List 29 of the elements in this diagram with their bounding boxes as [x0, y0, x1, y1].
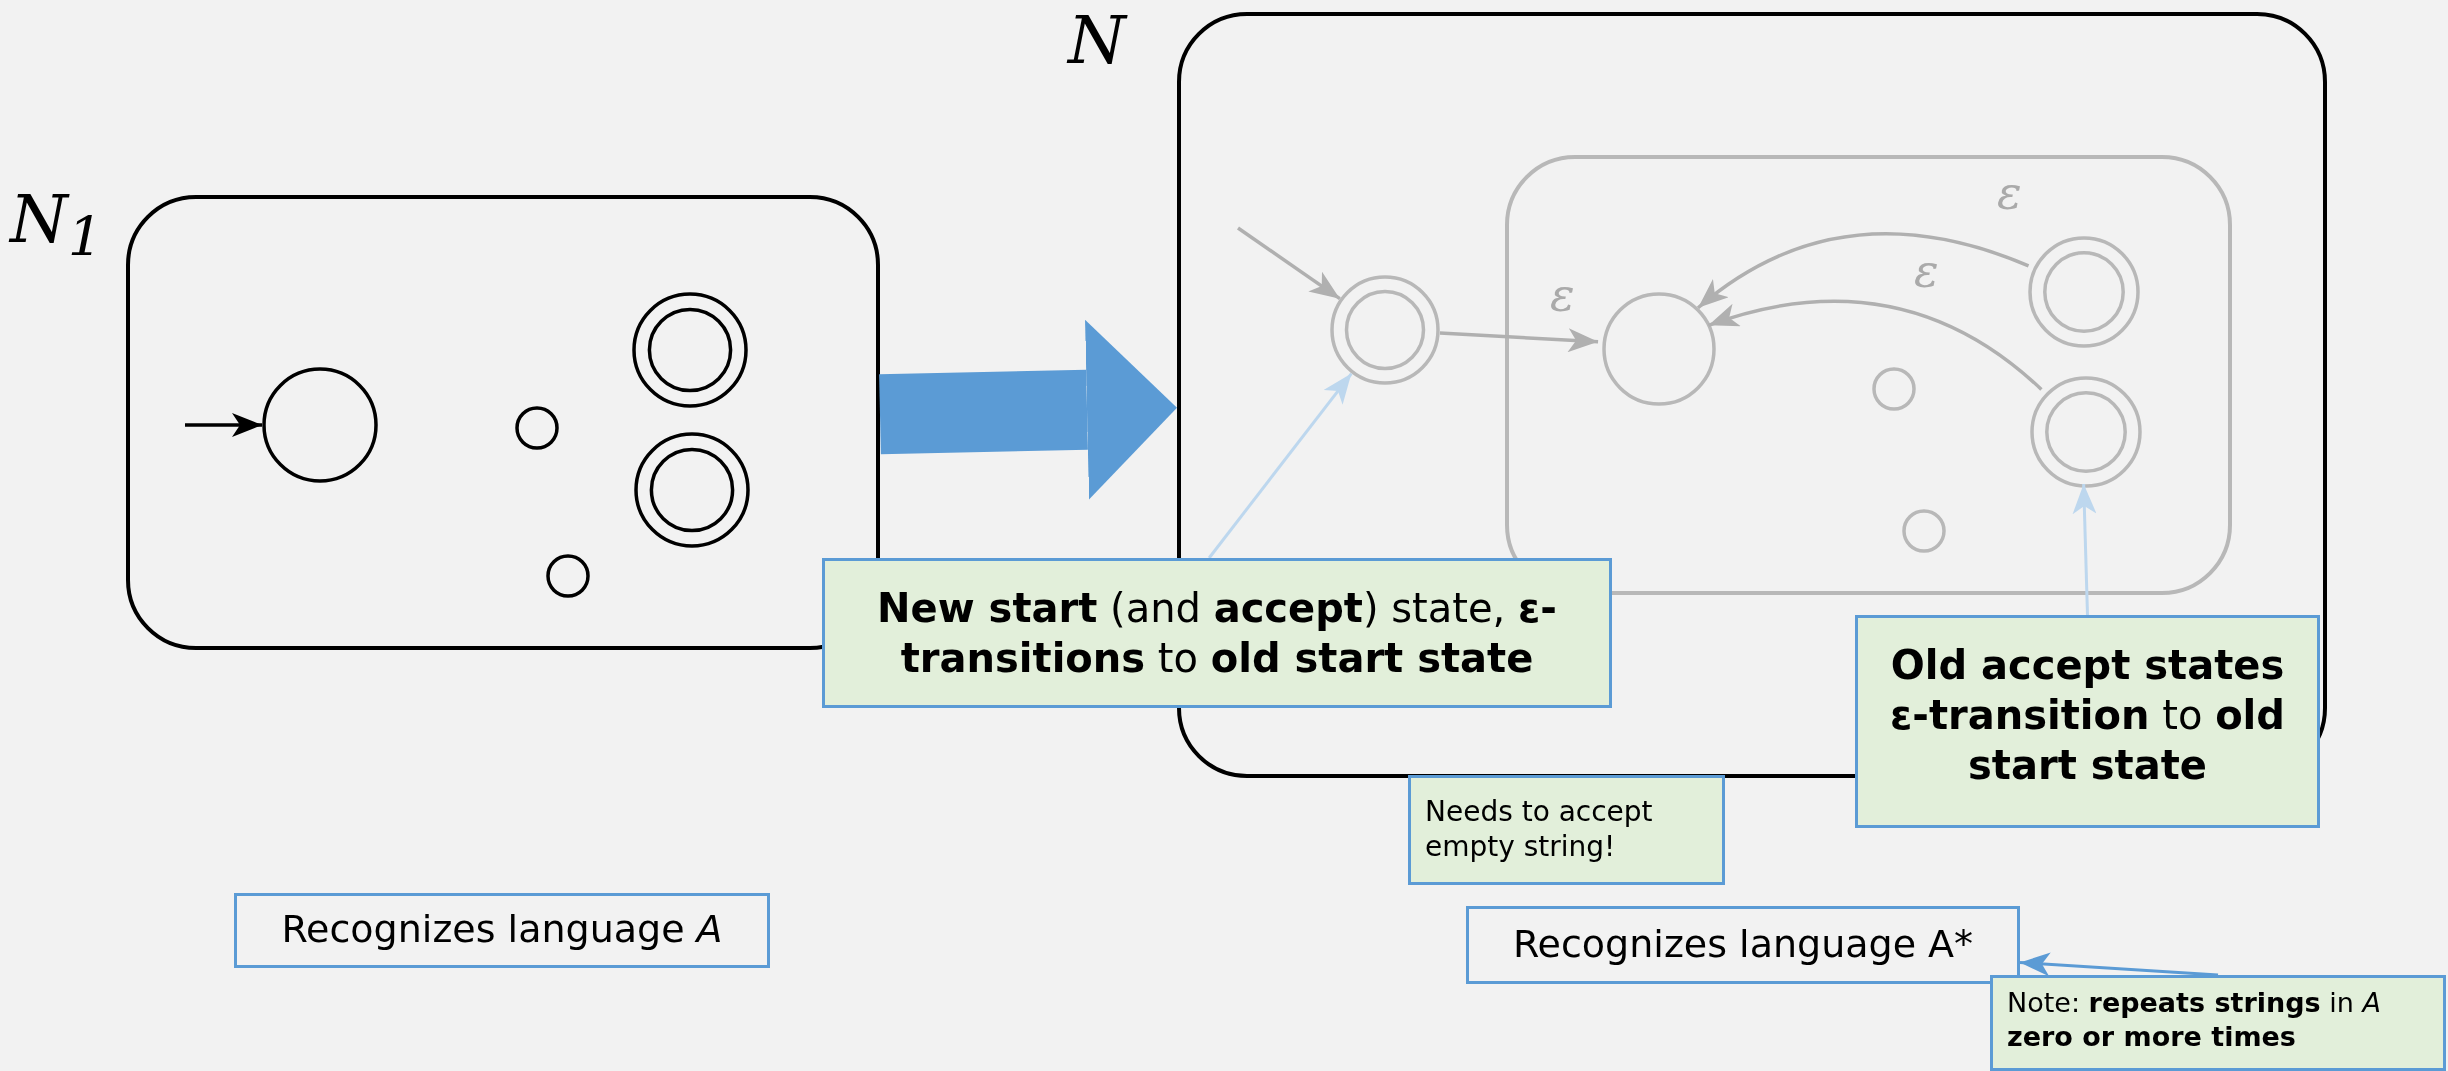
start-arrow: [1237, 226, 1341, 301]
callout: New start (and accept) state, ε-transitions to old start state: [822, 558, 1612, 708]
automaton-name: N: [1068, 8, 1126, 74]
leader-line: [2019, 952, 2219, 977]
callout: Old accept states ε-transition to old start state: [1855, 615, 2320, 828]
state-circle: [1602, 292, 1716, 406]
automaton-name: N$_{1}$: [10, 187, 103, 266]
state-circle: [1872, 367, 1916, 411]
accept-state-circle: [634, 432, 750, 548]
start-arrow: [185, 413, 262, 437]
state-circle: [262, 367, 378, 483]
accept-state-circle: [2028, 236, 2140, 348]
block-arrow: [879, 319, 1177, 500]
state-circle: [515, 406, 559, 450]
automaton-box: [1505, 155, 2232, 595]
accept-state-circle: [2030, 376, 2142, 488]
callout: Note: repeats strings in A zero or more times: [1990, 975, 2446, 1071]
leader-line: [2072, 483, 2097, 616]
transition-arrow: [1697, 232, 2030, 310]
note-text: Recognizes language A*: [1466, 906, 2020, 984]
note-text: Recognizes language A: [234, 893, 770, 968]
state-circle: [546, 554, 590, 598]
leader-line: [1207, 372, 1353, 559]
transition-arrow: [1439, 328, 1599, 353]
accept-state-circle: [632, 292, 748, 408]
transition-arrow: [1707, 299, 2043, 391]
state-circle: [1902, 509, 1946, 553]
callout: Needs to accept empty string!: [1408, 775, 1725, 885]
accept-state-circle: [1330, 275, 1440, 385]
